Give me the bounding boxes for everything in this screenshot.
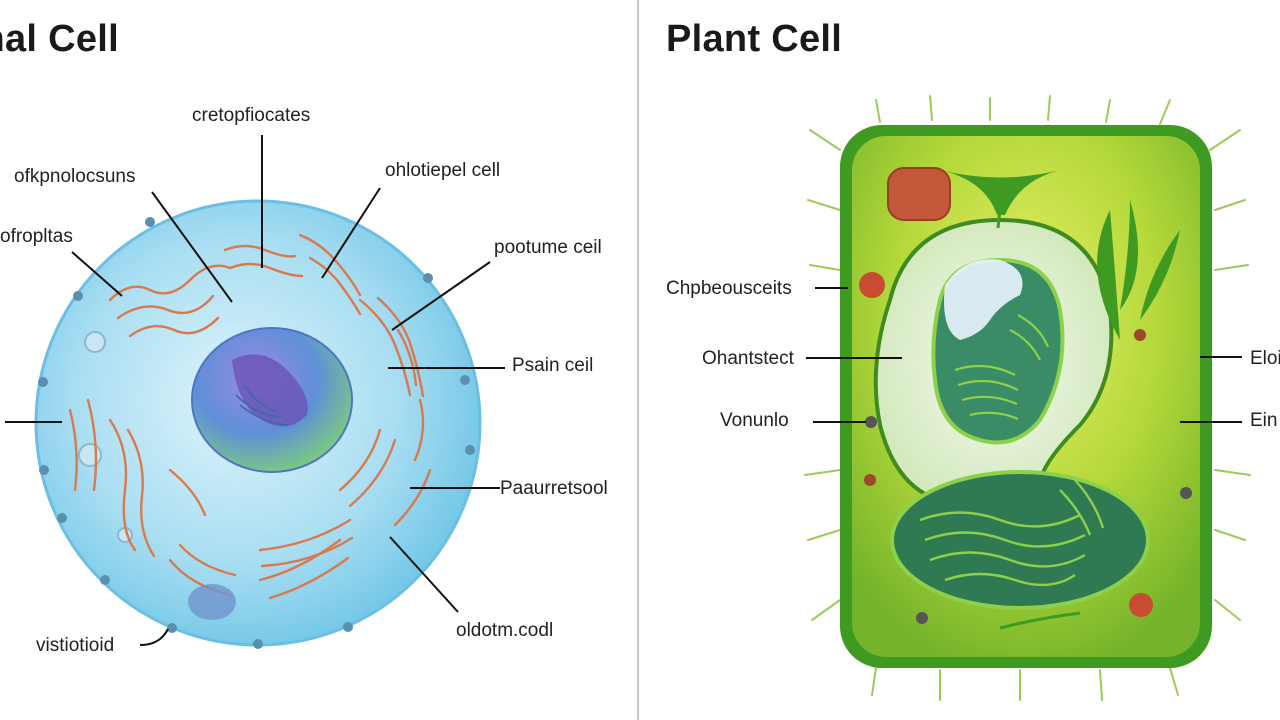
mitochondrion [887,167,951,221]
animal-cell-title: imal Cell [0,18,119,60]
animal-leader-lines [5,135,505,646]
plant-leader-lines [806,287,1242,423]
animal-label-bottom-left: vistiotioid [36,635,115,656]
animal-cell-panel: imal Cell [0,0,638,720]
animal-vacuole [188,584,236,620]
plant-label-right-middle: Eloi [1250,348,1280,369]
animal-label-right-upper: pootume ceil [494,237,602,258]
plant-label-left-middle: Ohantstect [702,348,794,369]
thylakoid-space [944,259,1023,340]
plant-cell-panel: Plant Cell [640,0,1280,720]
panel-divider [637,0,639,720]
plant-cell-illustration [804,95,1251,701]
thylakoid-stacks [954,314,1050,421]
chloroplast-lower [890,470,1150,610]
animal-label-bottom-right: oldotm.codl [456,620,554,641]
nucleolus [232,354,308,427]
plant-label-left-top: Chpbeousceits [666,278,792,299]
animal-label-right-lower: Paaurretsool [500,478,608,499]
membrane-proteins [38,217,475,649]
animal-label-right-middle: Psain ceil [512,355,594,376]
ribosomes [859,272,1192,624]
plant-label-right-bottom: Ein [1250,410,1278,431]
cell-wall-fibers [804,95,1251,701]
animal-label-top: cretopfiocates [192,105,311,126]
membrane-fold [999,611,1081,630]
animal-cell-illustration [5,135,505,649]
grana [919,479,1105,587]
chromatin [235,384,289,426]
animal-label-left: ofropltas [0,226,73,247]
animal-label-upper-left: ofkpnolocsuns [14,166,136,187]
endoplasmic-reticulum [68,233,432,600]
animal-label-upper-right: ohlotiepel cell [385,160,501,181]
plant-cell-title: Plant Cell [666,18,843,60]
leaf-strands [1097,200,1180,340]
plant-label-left-bottom: Vonunlo [720,410,789,431]
golgi-top [940,170,1060,215]
